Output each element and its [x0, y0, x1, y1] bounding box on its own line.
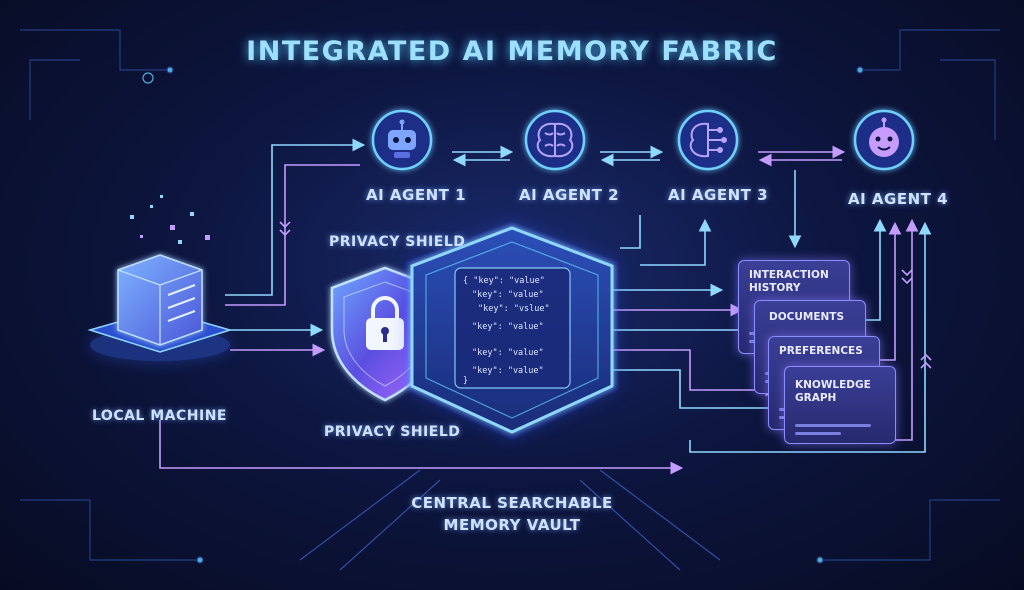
- agent-3-label: AI AGENT 3: [668, 186, 769, 204]
- agent-links: [452, 145, 846, 167]
- vault-entry: "key": "value": [472, 348, 544, 358]
- card-label: KNOWLEDGE GRAPH: [795, 379, 871, 404]
- padlock-icon: [366, 296, 404, 350]
- vault-label-line1: CENTRAL SEARCHABLE: [411, 494, 613, 512]
- memory-card-knowledge-graph: KNOWLEDGE GRAPH: [784, 366, 896, 444]
- agent-2-label: AI AGENT 2: [519, 186, 620, 204]
- vault-entry: "key": "value": [472, 290, 544, 300]
- robot-icon: [388, 119, 416, 158]
- data-particles: [130, 195, 210, 244]
- agent-4-node: [853, 109, 915, 171]
- card-label: INTERACTION HISTORY: [749, 269, 829, 294]
- brain-circuit-icon: [689, 122, 727, 158]
- agent-1-node: [371, 109, 433, 171]
- privacy-shield-bottom-label: PRIVACY SHIELD: [324, 424, 461, 440]
- privacy-shield-top-label: PRIVACY SHIELD: [329, 234, 466, 250]
- chevron-marks: [279, 221, 932, 369]
- local-machine-label: LOCAL MACHINE: [92, 408, 227, 424]
- vault-entry: "key": "vslue": [478, 304, 550, 314]
- server-icon: [117, 254, 203, 346]
- agent-1-label: AI AGENT 1: [366, 186, 467, 204]
- memory-vault-node: [406, 222, 618, 440]
- vault-entry: { "key": "value": [463, 276, 545, 286]
- vault-entry: "key": "value": [472, 322, 544, 332]
- agent-2-node: [524, 109, 586, 171]
- agent-3-node: [677, 109, 739, 171]
- vault-label-line2: MEMORY VAULT: [443, 516, 581, 534]
- card-label: DOCUMENTS: [769, 311, 845, 323]
- brain-icon: [536, 122, 574, 158]
- circuit-traces: [20, 29, 1000, 571]
- card-text-lines: [795, 419, 871, 435]
- local-machine-node: [87, 195, 233, 361]
- card-label: PREFERENCES: [779, 345, 863, 357]
- vault-entry: }: [463, 376, 469, 386]
- agent-4-label: AI AGENT 4: [848, 190, 949, 208]
- diagram-title: INTEGRATED AI MEMORY FABRIC: [246, 36, 778, 67]
- vault-entry: "key": "value": [472, 366, 544, 376]
- robot-face-icon: [869, 117, 899, 157]
